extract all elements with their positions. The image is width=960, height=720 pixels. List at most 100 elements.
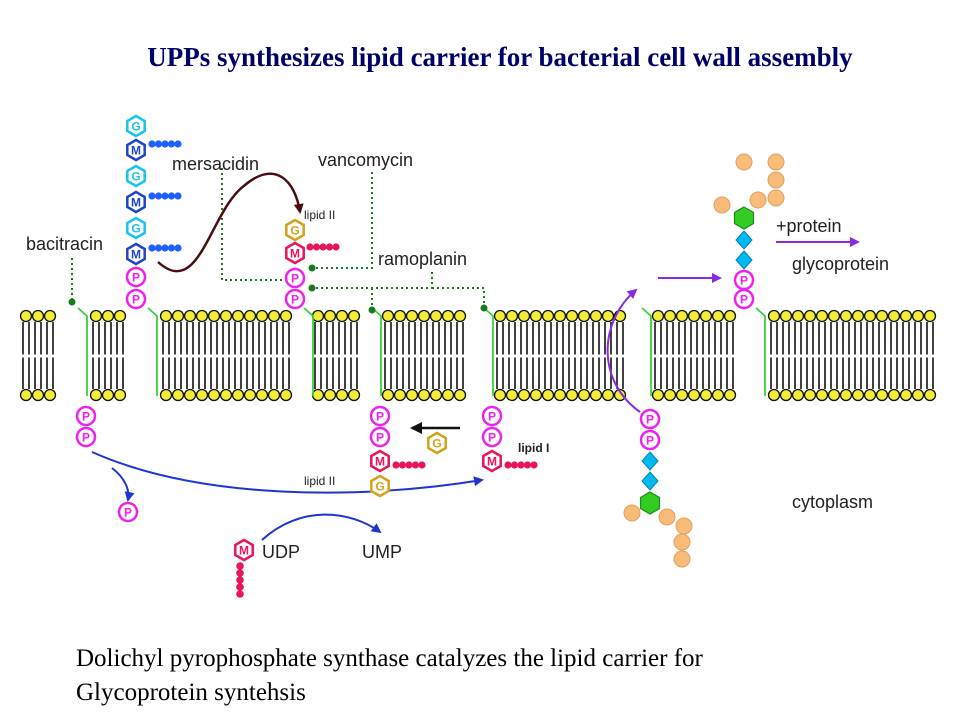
mannose-ball bbox=[713, 196, 731, 214]
lipid-head bbox=[541, 388, 555, 402]
glcnac-hexagon bbox=[733, 206, 755, 230]
label-lipid-ii-top: lipid II bbox=[304, 208, 335, 222]
phosphate: P bbox=[369, 405, 391, 427]
lipid-head bbox=[839, 309, 853, 323]
glcnac-hexagon bbox=[639, 491, 661, 515]
undecaprenyl-linker bbox=[303, 307, 314, 396]
peptide-red-vertical bbox=[236, 562, 244, 598]
peptide-residue bbox=[148, 192, 156, 200]
lipid-head bbox=[31, 388, 45, 402]
phosphate-glyph: P bbox=[646, 434, 654, 448]
undecaprenyl-linker bbox=[147, 307, 158, 396]
lipid-head bbox=[791, 309, 805, 323]
lipid-head bbox=[601, 309, 615, 323]
phosphate: P bbox=[75, 405, 97, 427]
lipid-head bbox=[381, 388, 395, 402]
lipid-head bbox=[347, 309, 361, 323]
peptide-residue bbox=[148, 140, 156, 148]
phosphate-glyph: P bbox=[740, 293, 748, 307]
phosphate-ring bbox=[639, 408, 661, 430]
lipid-head bbox=[675, 388, 689, 402]
murnac-blue-glyph: M bbox=[131, 144, 141, 158]
lipid-head bbox=[417, 388, 431, 402]
murnac-blue-glyph: M bbox=[131, 196, 141, 210]
peptide-residue bbox=[154, 140, 163, 148]
lipid-head bbox=[279, 309, 293, 323]
label-ump: UMP bbox=[362, 542, 402, 562]
lipid-head bbox=[699, 388, 713, 402]
peptide-residue bbox=[174, 244, 182, 252]
label-lipid-i: lipid I bbox=[518, 441, 549, 455]
peptide-residue bbox=[312, 243, 321, 251]
peptide-residue bbox=[236, 590, 244, 598]
phosphate-ring bbox=[284, 288, 306, 310]
phosphate-glyph: P bbox=[82, 410, 90, 424]
phosphate: P bbox=[481, 405, 503, 427]
lipid-head bbox=[541, 309, 555, 323]
lipid-head bbox=[613, 388, 627, 402]
murnac-blue: M bbox=[126, 242, 146, 266]
membrane-segment bbox=[19, 309, 57, 402]
murnac-blue-hex bbox=[126, 242, 146, 266]
lipid-head bbox=[335, 309, 349, 323]
phosphate-ring bbox=[75, 426, 97, 448]
lipid-head bbox=[113, 388, 127, 402]
lipid-head bbox=[791, 388, 805, 402]
lipid-head bbox=[393, 388, 407, 402]
peptide-residue bbox=[510, 461, 519, 469]
phosphate-ring bbox=[639, 429, 661, 451]
phosphate: P bbox=[481, 426, 503, 448]
lipid-head bbox=[159, 388, 173, 402]
phosphate-glyph: P bbox=[488, 410, 496, 424]
recycle-arrow bbox=[91, 451, 484, 494]
murnac-hex bbox=[482, 449, 502, 473]
murnac-udp-hex bbox=[234, 538, 254, 562]
mannose-ball bbox=[675, 517, 693, 535]
glc-diamond bbox=[735, 250, 753, 270]
membrane-segment bbox=[493, 309, 627, 402]
label-vancomycin: vancomycin bbox=[318, 150, 413, 170]
phosphate: P bbox=[639, 429, 661, 451]
undecaprenyl-linker bbox=[755, 307, 766, 396]
lipid-head bbox=[767, 309, 781, 323]
mersacidin-connector bbox=[221, 168, 290, 281]
glcnac-gold-glyph: G bbox=[375, 480, 384, 494]
lipid-head bbox=[517, 309, 531, 323]
lipid-head bbox=[803, 388, 817, 402]
lipid-head bbox=[231, 309, 245, 323]
phosphate: P bbox=[733, 269, 755, 291]
lipid-head bbox=[219, 388, 233, 402]
lipid-head bbox=[159, 309, 173, 323]
lipid-head bbox=[723, 388, 737, 402]
label-bacitracin: bacitracin bbox=[26, 234, 103, 254]
lipid-head bbox=[651, 309, 665, 323]
phosphate-ring bbox=[733, 288, 755, 310]
caption: Dolichyl pyrophosphate synthase catalyze… bbox=[76, 642, 936, 710]
phosphate-released: P bbox=[117, 501, 139, 523]
mannose-ball bbox=[658, 508, 676, 526]
glcnac-cyan: G bbox=[126, 114, 146, 138]
lipid-head bbox=[267, 309, 281, 323]
phosphate-glyph: P bbox=[646, 413, 654, 427]
peptide-residue bbox=[154, 244, 163, 252]
membrane-segment bbox=[381, 309, 467, 402]
glcnac-cyan-hex bbox=[126, 216, 146, 240]
lipid-head bbox=[405, 388, 419, 402]
glcnac-cyan-glyph: G bbox=[131, 222, 140, 236]
lipid-head bbox=[393, 309, 407, 323]
peptide-red bbox=[504, 461, 538, 469]
lipid-head bbox=[577, 309, 591, 323]
lipid-head bbox=[517, 388, 531, 402]
membrane-segment bbox=[159, 309, 293, 402]
lipid-head bbox=[219, 309, 233, 323]
lipid-head bbox=[827, 388, 841, 402]
phosphate: P bbox=[284, 267, 306, 289]
lipid-head bbox=[231, 388, 245, 402]
lipid-head bbox=[207, 388, 221, 402]
lipid-head bbox=[553, 309, 567, 323]
peptide-residue bbox=[392, 461, 400, 469]
peptide-residue bbox=[148, 244, 156, 252]
lipid-head bbox=[875, 309, 889, 323]
lipid-head bbox=[493, 388, 507, 402]
page-title: UPPs synthesizes lipid carrier for bacte… bbox=[147, 42, 853, 72]
